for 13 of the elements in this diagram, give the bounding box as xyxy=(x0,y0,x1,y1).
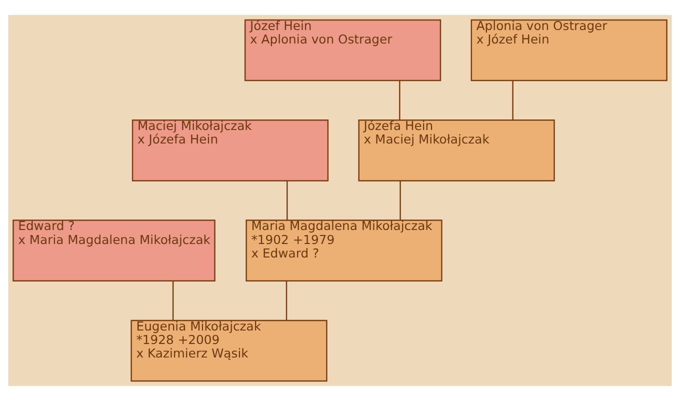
node-box: Maciej Mikołajczak x Józefa Hein xyxy=(132,119,329,181)
connector xyxy=(512,80,514,120)
node-box: Aplonia von Ostrager x Józef Hein xyxy=(470,18,668,81)
node-box: Edward ? x Maria Magdalena Mikołajczak xyxy=(12,219,216,281)
connector xyxy=(172,280,174,320)
connector xyxy=(399,80,400,120)
connector xyxy=(286,180,288,220)
node-box: Józefa Hein x Maciej Mikołajczak xyxy=(358,119,555,181)
node-box: Maria Magdalena Mikołajczak *1902 +1979 x Edward ? xyxy=(246,219,442,281)
connector xyxy=(286,280,288,320)
node-box: Józef Hein x Aplonia von Ostrager xyxy=(244,18,442,81)
connector xyxy=(400,180,401,220)
node-box: Eugenia Mikołajczak *1928 +2009 x Kazimierz Wąsik xyxy=(130,319,328,382)
